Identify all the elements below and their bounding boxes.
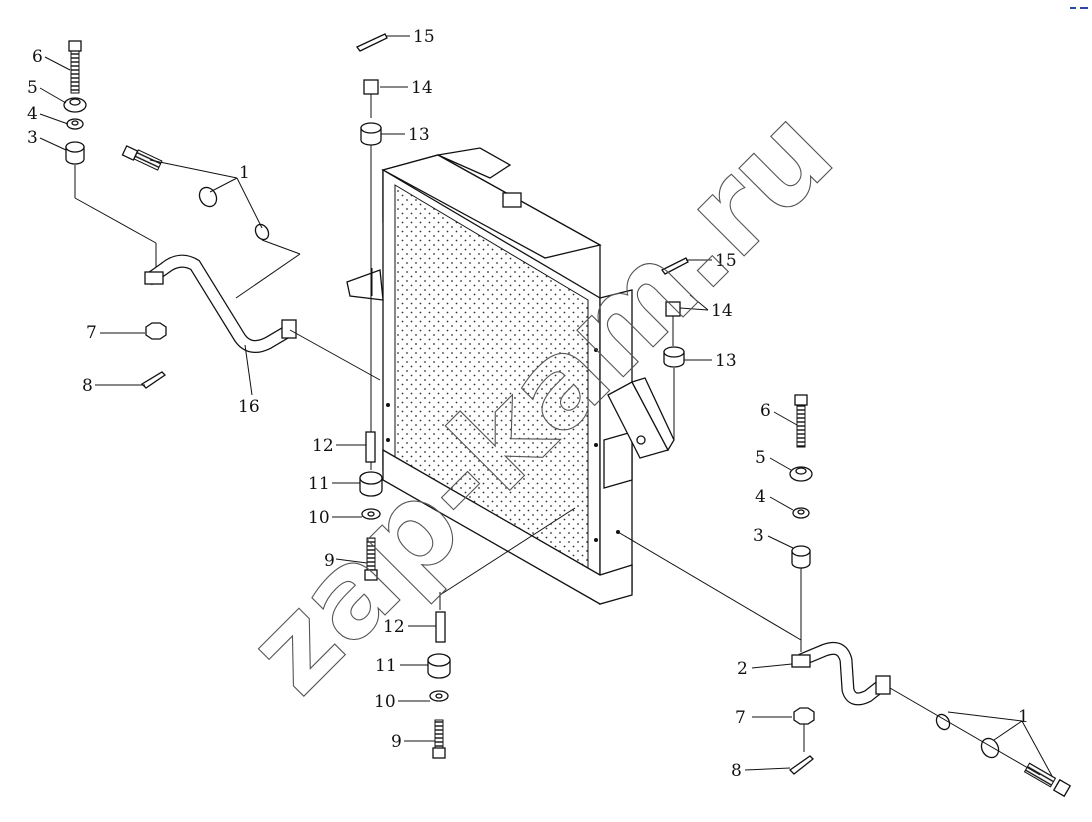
callout-1-left: 1: [239, 163, 250, 183]
callout-7-left: 7: [86, 323, 97, 343]
callout-1-right: 1: [1018, 707, 1029, 727]
radiator: [346, 147, 675, 605]
callout-6-left: 6: [32, 47, 43, 67]
right-stay-assembly: [617, 394, 1072, 798]
callout-9-left: 9: [324, 551, 335, 571]
callout-9-bottom: 9: [391, 732, 402, 752]
callout-8-right: 8: [731, 761, 742, 781]
callout-13-top: 13: [408, 125, 430, 145]
callout-10-left: 10: [308, 508, 330, 528]
left-stay-assembly: [63, 40, 381, 389]
callout-5-right: 5: [755, 448, 766, 468]
callout-14-right: 14: [711, 301, 733, 321]
callout-14-top: 14: [411, 78, 433, 98]
callout-8-left: 8: [82, 376, 93, 396]
callout-16: 16: [238, 397, 260, 417]
right-top-stack: [661, 257, 689, 440]
bottom-center-stack: [427, 507, 576, 759]
callout-4-right: 4: [755, 487, 766, 507]
top-center-stack: [355, 33, 388, 581]
callout-7-right: 7: [735, 708, 746, 728]
callout-15-right: 15: [715, 251, 737, 271]
callout-11-left: 11: [308, 474, 330, 494]
callout-13-right: 13: [715, 351, 737, 371]
callout-6-right: 6: [760, 401, 771, 421]
callout-5-left: 5: [27, 78, 38, 98]
callout-15-top: 15: [413, 27, 435, 47]
callout-2: 2: [737, 659, 748, 679]
callout-10-bottom: 10: [374, 692, 396, 712]
callout-3-left: 3: [27, 128, 38, 148]
callout-11-bottom: 11: [375, 656, 397, 676]
callout-12-left: 12: [312, 436, 334, 456]
leader-lines: [39, 35, 1053, 777]
callout-12-bottom: 12: [383, 617, 405, 637]
callout-4-left: 4: [27, 104, 38, 124]
callout-labels: 6 5 4 3 1 7 8 16 15 14 13 12 11 10 9 12 …: [27, 27, 1029, 781]
callout-3-right: 3: [753, 526, 764, 546]
